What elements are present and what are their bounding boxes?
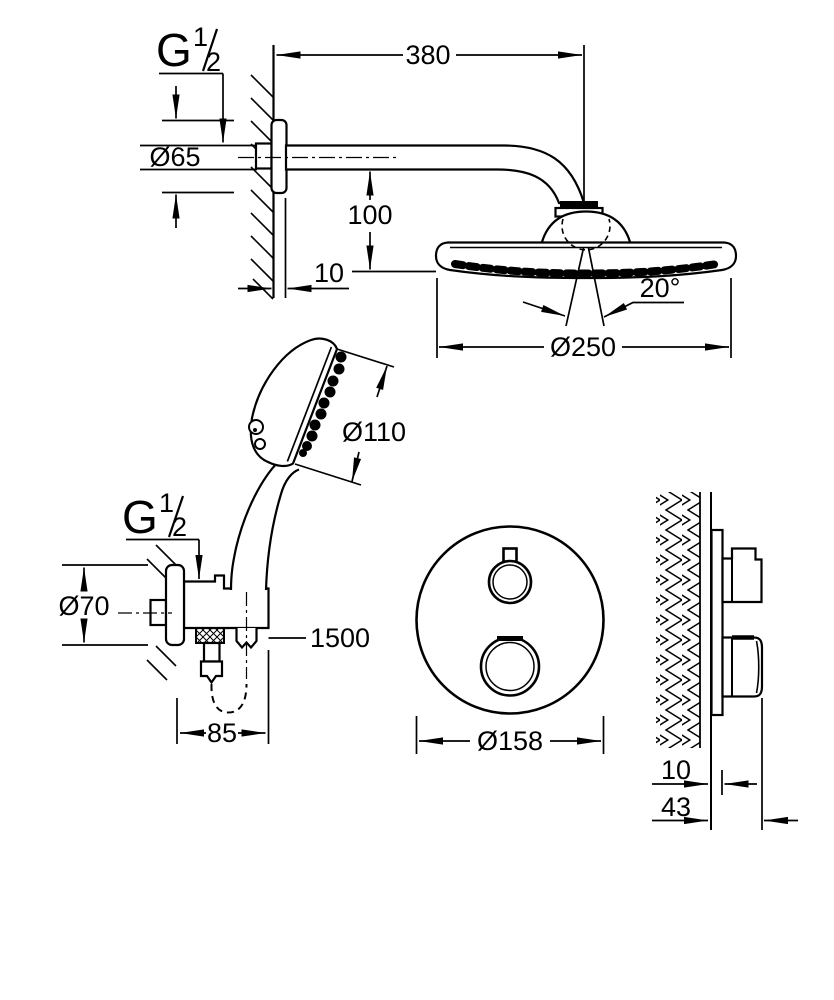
thermostat-side-view: 10 43 — [652, 492, 798, 830]
dim-flange-diameter-label: Ø65 — [149, 142, 200, 172]
thread-size-holder-numerator: 1 — [159, 488, 174, 518]
dim-holder-depth-label: 85 — [207, 718, 237, 748]
hose-connector-bell — [199, 660, 224, 685]
hose-loop-dashed — [210, 683, 248, 714]
dim-hose-length-label: 1500 — [310, 623, 370, 653]
lower-knob-inner — [485, 641, 535, 692]
hand-shower-button-upper — [248, 419, 264, 435]
shower-arm — [284, 144, 586, 205]
dimension-lines-top — [140, 45, 732, 358]
thread-size-holder-label: G — [122, 491, 158, 543]
thread-size-holder-slash — [167, 495, 185, 538]
dim-arm-length-label: 380 — [405, 40, 450, 70]
upper-knob-outer — [487, 559, 533, 605]
holder-wall-flange — [164, 563, 186, 647]
dimension-lines-thermostat-front — [415, 716, 605, 754]
dimension-lines-hand-shower — [294, 348, 395, 486]
spray-angle-line-left — [565, 247, 585, 327]
thread-size-top-denominator: 2 — [206, 47, 221, 77]
hand-shower-view: Ø110 — [182, 337, 406, 630]
hand-shower-handle-fill — [231, 461, 299, 590]
dim-holder-flange-diameter-label: Ø70 — [58, 591, 109, 621]
dim-wall-offset-label: 10 — [314, 258, 344, 288]
hose-knurled-nut — [195, 627, 225, 644]
lower-knob-outer — [479, 636, 541, 697]
side-wall-hatch — [656, 492, 700, 748]
arm-wall-flange — [270, 118, 288, 195]
holder-wall-hatch — [146, 544, 177, 681]
dimension-lines-holder — [62, 538, 306, 744]
thread-size-holder-denominator: 2 — [172, 512, 187, 542]
thermostat-plate — [415, 525, 605, 715]
upper-knob-inner — [492, 564, 528, 600]
arm-nut-band — [560, 201, 598, 208]
hand-shower-nozzles — [299, 351, 347, 457]
dimension-lines-thermostat-side — [652, 698, 798, 830]
dim-plate-thickness-label: 10 — [661, 755, 691, 785]
ball-joint-dome — [540, 210, 632, 243]
dim-plate-diameter-label: Ø158 — [477, 726, 543, 756]
side-lower-knob-face-curve — [755, 640, 760, 694]
hand-shower-face-line — [286, 346, 333, 462]
arm-thread-connector — [254, 142, 273, 170]
dim-spray-angle-label: 20° — [640, 273, 681, 303]
thread-size-top-label: G — [156, 24, 192, 76]
spray-angle-line-right — [587, 247, 605, 327]
thermostat-front-view: Ø158 — [415, 525, 605, 756]
hand-shower-button-lower — [254, 438, 266, 450]
hand-shower-head — [249, 337, 339, 468]
thread-size-top-numerator: 1 — [193, 22, 208, 52]
wall-holder-view: G 1 2 Ø70 1500 85 — [58, 488, 370, 748]
wall-section-hatch — [250, 74, 274, 300]
side-plate — [710, 528, 724, 717]
hand-shower-handle-edge-right — [264, 468, 300, 591]
hose-connector-neck — [202, 641, 221, 663]
dim-head-diameter-label: Ø250 — [550, 332, 616, 362]
hand-shower-handle-edge-left — [229, 460, 280, 591]
dim-hand-shower-diameter-label: Ø110 — [342, 417, 406, 447]
hand-shower-button-dot — [253, 428, 257, 432]
dim-total-projection-label: 43 — [661, 792, 691, 822]
overhead-shower-view: G 1 2 380 Ø65 100 10 20° Ø250 — [140, 22, 738, 362]
side-lower-knob — [721, 636, 764, 698]
side-upper-knob — [721, 547, 763, 604]
thread-size-top-slash — [201, 28, 219, 72]
shower-head-nozzle-band — [451, 260, 721, 278]
ball-hidden-circle — [561, 218, 611, 251]
dim-head-drop-label: 100 — [347, 200, 392, 230]
